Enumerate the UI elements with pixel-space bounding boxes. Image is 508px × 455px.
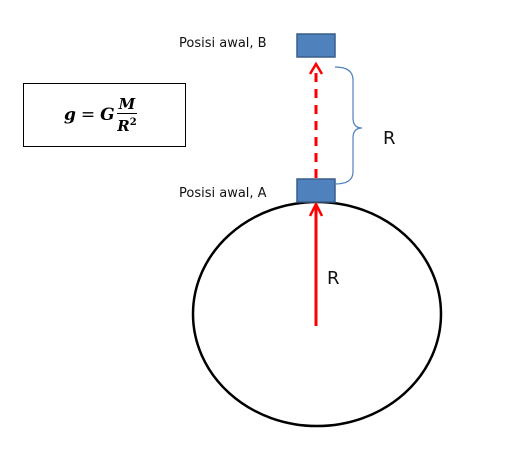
gravity-formula: g = G M R2 (64, 90, 138, 140)
formula-constant: G (100, 105, 115, 125)
formula-numerator: M (116, 94, 138, 114)
formula-denominator-exp: 2 (129, 116, 137, 128)
formula-denominator-base: R (117, 116, 130, 135)
dashed-arrowhead (308, 61, 324, 75)
label-position-a: Posisi awal, A (179, 186, 267, 201)
block-b (296, 33, 336, 58)
label-position-b: Posisi awal, B (179, 36, 267, 51)
formula-denominator: R2 (117, 114, 136, 135)
block-a (296, 178, 336, 203)
label-brace-r: R (383, 128, 396, 149)
radius-arrowhead (308, 201, 324, 217)
label-radius-r: R (327, 268, 340, 289)
formula-equals: = (80, 105, 96, 125)
formula-fraction: M R2 (116, 94, 138, 135)
formula-box: g = G M R2 (23, 83, 186, 147)
formula-lhs: g (64, 105, 76, 125)
distance-brace (334, 66, 363, 185)
